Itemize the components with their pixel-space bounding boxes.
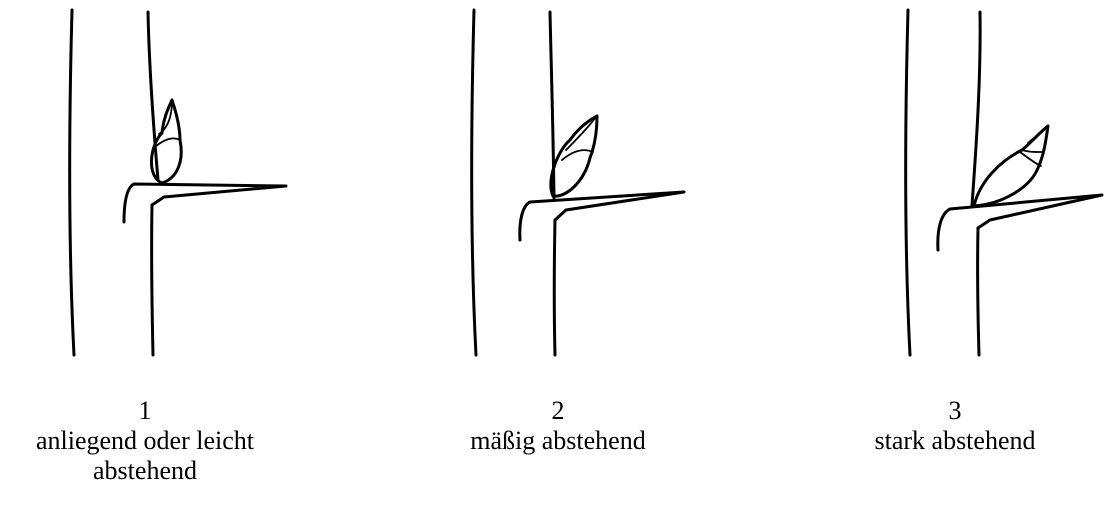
caption-number-2: 2 <box>398 396 718 426</box>
stem-left-edge-2 <box>472 10 476 355</box>
bud-3 <box>974 126 1048 206</box>
illustration-3 <box>862 0 1104 370</box>
caption-number-3: 3 <box>795 396 1104 426</box>
caption-1: 1 anliegend oder leicht abstehend <box>0 396 305 486</box>
stem-left-edge-3 <box>906 10 910 355</box>
caption-label-3: stark abstehend <box>795 426 1104 456</box>
stem-left-edge-1 <box>70 10 74 355</box>
illustration-1 <box>60 0 300 370</box>
stem-right-edge-lower-1 <box>152 205 153 355</box>
branch-2 <box>520 192 684 240</box>
branch-1 <box>124 184 286 222</box>
bud-2 <box>551 116 597 196</box>
caption-label-2: mäßig abstehend <box>398 426 718 456</box>
caption-number-1: 1 <box>0 396 305 426</box>
stem-right-edge-lower-2 <box>554 220 555 355</box>
illustration-2 <box>462 0 702 370</box>
caption-3: 3 stark abstehend <box>795 396 1104 456</box>
caption-label-1: anliegend oder leicht abstehend <box>0 426 305 486</box>
caption-2: 2 mäßig abstehend <box>398 396 718 456</box>
stem-right-edge-lower-3 <box>978 228 979 355</box>
stem-right-edge-upper-3 <box>972 12 980 205</box>
branch-3 <box>938 195 1102 250</box>
